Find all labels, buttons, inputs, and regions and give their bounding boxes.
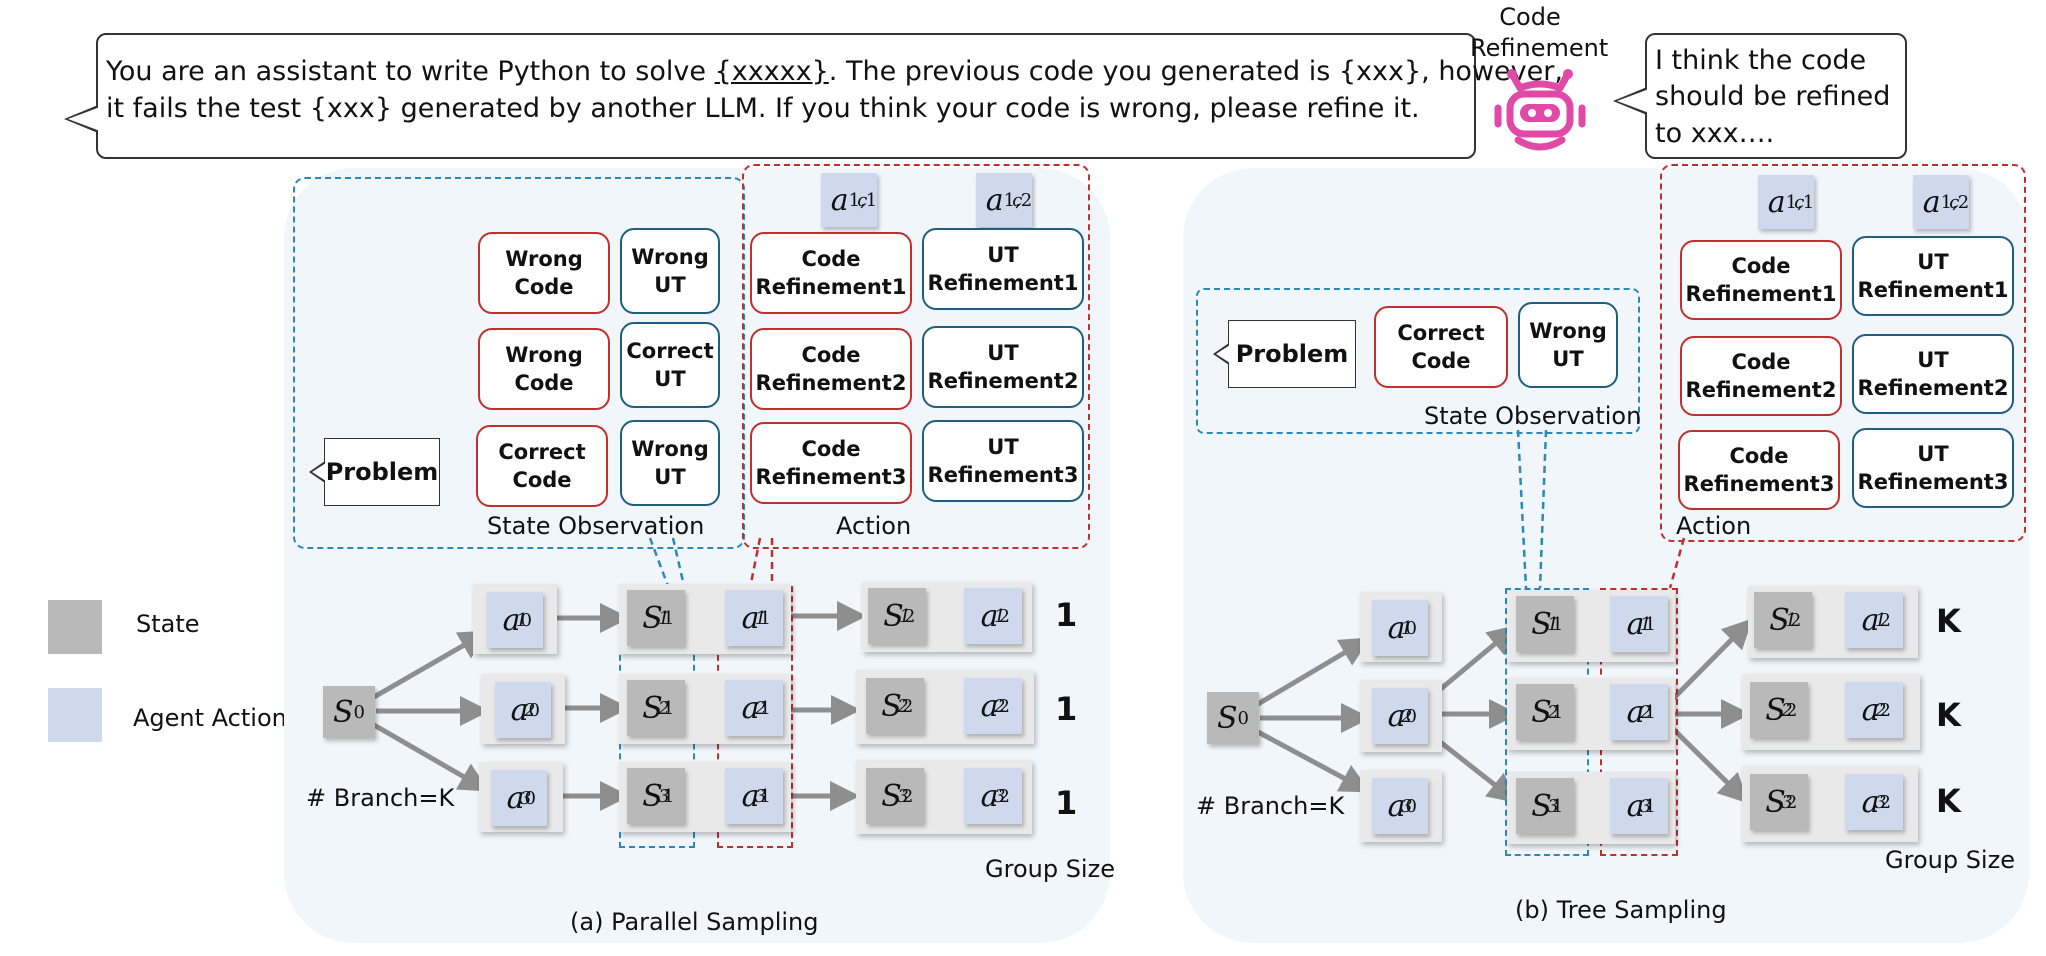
panel-b-problem: Problem	[1213, 320, 1356, 388]
prompt-bubble: You are an assistant to write Python to …	[64, 33, 1563, 159]
panel-a-caption: (a) Parallel Sampling	[570, 908, 819, 936]
panel-a-obs2-ut: Correct UT	[620, 322, 720, 408]
panel-a-group-size-2: 1	[1055, 690, 1078, 728]
panel-a-obs1-code: Wrong Code	[478, 232, 610, 314]
panel-b-ut-refinement-2: UT Refinement2	[1852, 334, 2014, 414]
panel-a-group-size-1: 1	[1055, 596, 1078, 634]
panel-a-obs2-code: Wrong Code	[478, 328, 610, 410]
panel-a-group-size-label: Group Size	[985, 855, 1115, 883]
panel-b-ut-refinement-3: UT Refinement3	[1852, 428, 2014, 508]
panel-b-group-size-2: K	[1936, 696, 1961, 734]
panel-a-state-observation-box	[293, 177, 745, 549]
panel-a-code-refinement-2: Code Refinement2	[750, 328, 912, 410]
panel-b-caption: (b) Tree Sampling	[1515, 896, 1727, 924]
panel-b-ut-refinement-1: UT Refinement1	[1852, 236, 2014, 316]
panel-b-group-size-1: K	[1936, 602, 1961, 640]
panel-b-obs-code: Correct Code	[1374, 306, 1508, 388]
panel-b-group-size-3: K	[1936, 782, 1961, 820]
robot-icon	[1494, 69, 1586, 151]
panel-a-obs3-ut: Wrong UT	[620, 420, 720, 506]
panel-b-action-label: Action	[1676, 512, 1752, 540]
panel-a-ut-refinement-1: UT Refinement1	[922, 228, 1084, 310]
panel-a-action-label: Action	[836, 512, 912, 540]
response-bubble: I think the code should be refined to xx…	[1613, 33, 1907, 159]
panel-a-branch-label: # Branch=K	[306, 784, 455, 812]
panel-a-group-size-3: 1	[1055, 784, 1078, 822]
panel-b-code-refinement-1: Code Refinement1	[1680, 240, 1842, 320]
panel-b-code-refinement-2: Code Refinement2	[1680, 336, 1842, 416]
robot-label: Code Refinement	[1470, 3, 1609, 63]
panel-a-code-refinement-1: Code Refinement1	[750, 232, 912, 314]
panel-a-obs3-code: Correct Code	[476, 425, 608, 507]
panel-b-obs-ut: Wrong UT	[1518, 302, 1618, 388]
panel-b-state-observation-box	[1196, 288, 1640, 434]
panel-a-ut-refinement-2: UT Refinement2	[922, 326, 1084, 408]
legend-action-swatch	[48, 688, 102, 742]
legend-state-label: State	[136, 610, 200, 638]
legend-action-label: Agent Action	[133, 704, 287, 732]
legend-state-swatch	[48, 600, 102, 654]
panel-a-code-refinement-3: Code Refinement3	[750, 422, 912, 504]
panel-b-action-box	[1660, 164, 2026, 542]
panel-b-code-refinement-3: Code Refinement3	[1678, 430, 1840, 510]
panel-b-branch-label: # Branch=K	[1196, 792, 1345, 820]
panel-a-action-box	[742, 164, 1090, 549]
panel-b-state-observation-label: State Observation	[1424, 402, 1642, 430]
panel-a-obs1-ut: Wrong UT	[620, 228, 720, 314]
prompt-line-1: You are an assistant to write Python to …	[106, 56, 1563, 87]
prompt-task: {xxxxx}	[714, 56, 829, 87]
panel-a-ut-refinement-3: UT Refinement3	[922, 420, 1084, 502]
panel-a-state-observation-label: State Observation	[487, 512, 705, 540]
panel-a-problem: Problem	[309, 438, 440, 506]
panel-b-group-size-label: Group Size	[1885, 846, 2015, 874]
prompt-line-2: it fails the test {xxx} generated by ano…	[106, 93, 1420, 125]
